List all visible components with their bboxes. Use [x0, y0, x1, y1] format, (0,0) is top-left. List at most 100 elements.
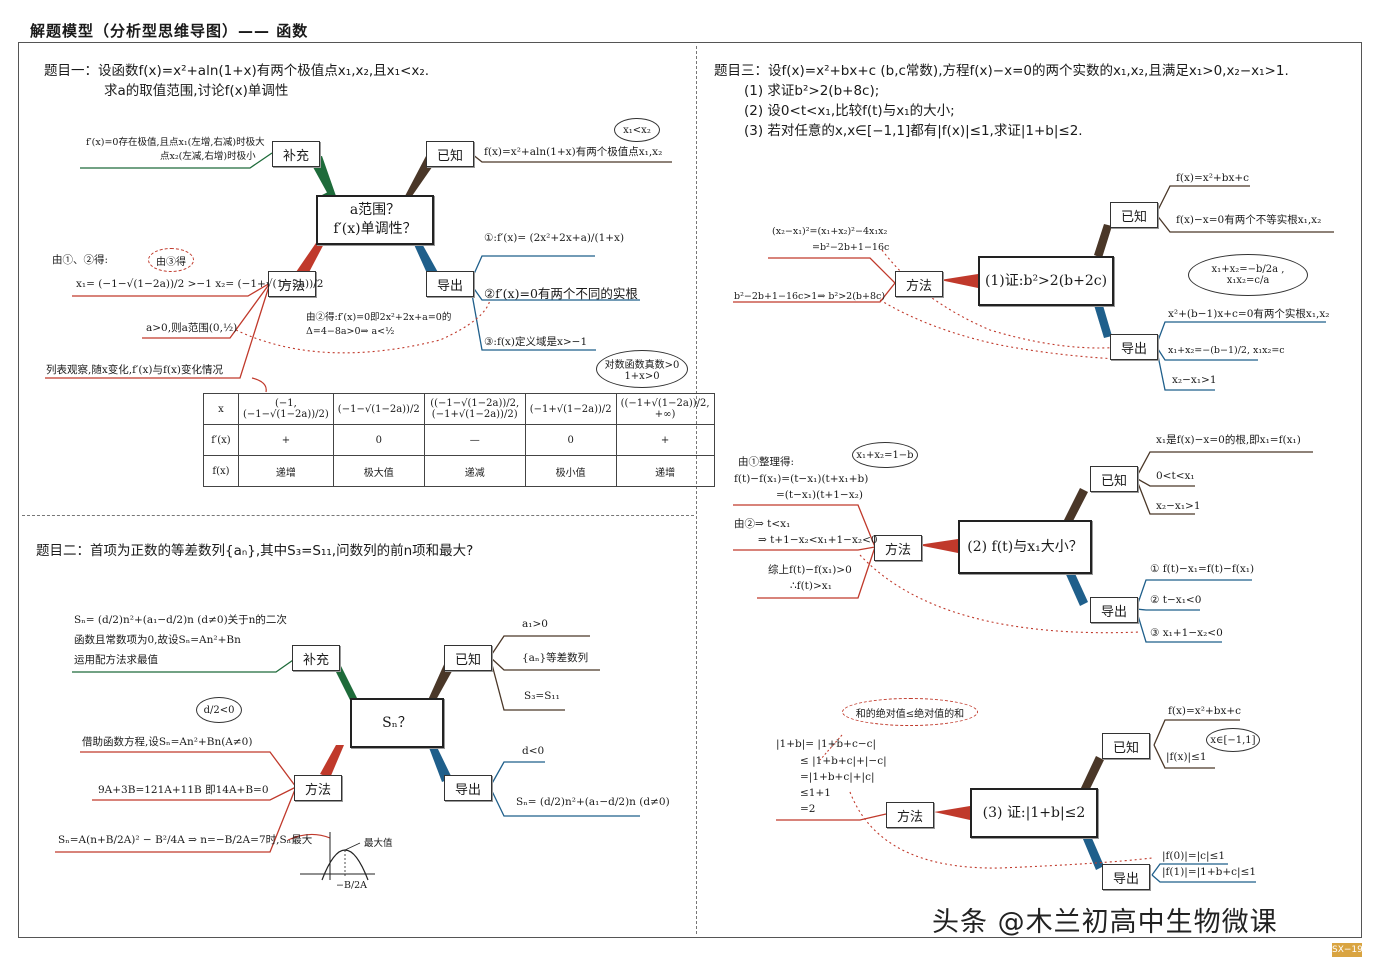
p1-center-line1: a范围？ [349, 202, 401, 219]
p3c2-derive2: ② t−x₁<0 [1150, 594, 1202, 606]
p3-sub1: (1) 求证b²>2(b+8c); [744, 83, 880, 99]
p2-bubble-d: d/2<0 [196, 697, 242, 723]
p3c3-method3: =|1+b+c|+|c| [800, 771, 875, 783]
p2-title: 题目二：首项为正数的等差数列{aₙ},其中S₃=S₁₁,问数列的前n项和最大? [36, 543, 474, 559]
p2-supp-line3: 运用配方法求最值 [74, 654, 158, 666]
p1-title-line2: 求a的取值范围,讨论f(x)单调性 [104, 83, 289, 99]
p3c3-derive1: |f(0)|=|c|≤1 [1162, 850, 1226, 862]
table-row: f(x) 递增 极大值 递减 极小值 递增 [203, 455, 715, 487]
p3c2-center-node: (2) f(t)与x₁大小？ [958, 520, 1092, 574]
p3c3-derive-node: 导出 [1102, 864, 1150, 890]
p1-title-line1: 题目一：设函数f(x)=x²+aln(1+x)有两个极值点x₁,x₂,且x₁<x… [44, 63, 430, 79]
p1-mid-note2: Δ=4−8a>0⇒ a<½ [306, 326, 395, 337]
table-cell: f(x) [203, 455, 239, 487]
p1-supplement-node: 补充 [272, 141, 320, 167]
p3-title: 题目三：设f(x)=x²+bx+c (b,c常数),方程f(x)−x=0的两个实… [714, 63, 1289, 79]
p3c2-bubble: x₁+x₂=1−b [852, 442, 918, 468]
p2-graph-label: 最大值 [364, 838, 393, 849]
p3c2-method-head: 由①整理得: [738, 456, 795, 468]
p3c2-method6: ∴f(t)>x₁ [790, 580, 832, 592]
p3c1-derive-node: 导出 [1110, 334, 1158, 360]
p3c1-known-node: 已知 [1110, 202, 1158, 228]
p1-bubble-domain-line2: 1+x>0 [624, 371, 660, 382]
p3c3-bubble-range: x∈[−1,1] [1206, 728, 1260, 752]
p3c1-derive2: x₁+x₂=−(b−1)/2, x₁x₂=c [1168, 345, 1285, 356]
p3c2-method-node: 方法 [874, 535, 922, 561]
table-cell: 递增 [238, 455, 334, 487]
p2-derive1: d<0 [522, 745, 545, 757]
p3c2-method2: =(t−x₁)(t+1−x₂) [776, 489, 863, 501]
p2-method1: 借助函数方程,设Sₙ=An²+Bn(A≠0) [82, 736, 253, 748]
p1-variation-table: x (−1, (−1−√(1−2a))/2) (−1−√(1−2a))/2 ((… [203, 393, 715, 487]
p3c1-bubble: x₁+x₂=−b/2a , x₁x₂=c/a [1188, 254, 1308, 296]
p3c1-center-node: (1)证:b²>2(b+2c) [978, 256, 1114, 306]
p2-known1: a₁>0 [522, 618, 548, 630]
p2-supp-line1: Sₙ= (d/2)n²+(a₁−d/2)n (d≠0)关于n的二次 [74, 614, 287, 626]
p1-derive-node: 导出 [426, 271, 474, 297]
p2-known-node: 已知 [444, 645, 492, 671]
table-cell: (−1, (−1−√(1−2a))/2) [238, 393, 334, 425]
p1-mid-note1: 由②得:f′(x)=0即2x²+2x+a=0的 [306, 312, 452, 323]
p3c3-known2: |f(x)|≤1 [1166, 751, 1207, 763]
p3c1-method2: =b²−2b+1−16c [812, 242, 890, 253]
table-cell: + [615, 424, 715, 456]
p3c3-center-node: (3) 证:|1+b|≤2 [970, 788, 1098, 838]
page-header-title: 解题模型（分析型思维导图）—— 函数 [30, 22, 309, 40]
p3-sub2: (2) 设0<t<x₁,比较f(t)与x₁的大小; [744, 103, 955, 119]
p3-sub3: (3) 若对任意的x,x∈[−1,1]都有|f(x)|≤1,求证|1+b|≤2. [744, 123, 1083, 139]
horizontal-divider [22, 515, 694, 516]
p3c2-method5: 综上f(t)−f(x₁)>0 [768, 564, 852, 576]
table-cell: 0 [524, 424, 617, 456]
p3c2-derive3: ③ x₁+1−x₂<0 [1150, 627, 1223, 639]
table-cell: 递增 [615, 455, 715, 487]
p1-derive3: ③:f(x)定义域是x>−1 [484, 336, 588, 348]
p1-bubble-domain: 对数函数真数>0 1+x>0 [596, 350, 688, 388]
p2-derive-node: 导出 [444, 775, 492, 801]
p1-supp-line1: f′(x)=0存在极值,且点x₁(左增,右减)时极大 [86, 137, 265, 148]
p3c1-derive1: x²+(b−1)x+c=0有两个实根x₁,x₂ [1168, 308, 1330, 320]
watermark-text: 头条 @木兰初高中生物微课 [932, 907, 1278, 938]
table-cell: + [238, 424, 334, 456]
table-cell: 递减 [423, 455, 526, 487]
p3c2-known1: x₁是f(x)−x=0的根,即x₁=f(x₁) [1156, 434, 1301, 446]
p1-center-line2: f′(x)单调性？ [333, 221, 417, 237]
table-cell: 极大值 [332, 455, 425, 487]
p3c2-method1: f(t)−f(x₁)=(t−x₁)(t+x₁+b) [734, 473, 869, 485]
p3c1-method-node: 方法 [895, 271, 943, 297]
p2-center-node: Sₙ？ [350, 698, 444, 748]
p3c3-derive2: |f(1)|=|1+b+c|≤1 [1162, 866, 1257, 878]
p3c3-bubble-sum: 和的绝对值≤绝对值的和 [842, 698, 978, 726]
p3c1-method1: (x₂−x₁)²=(x₁+x₂)²−4x₁x₂ [772, 226, 888, 237]
table-cell: 0 [332, 424, 425, 456]
table-row: f′(x) + 0 — 0 + [203, 424, 715, 456]
table-cell: — [423, 424, 526, 456]
p1-bubble-from3: 由③得 [148, 248, 194, 272]
p1-method-by: 由①、②得: [52, 254, 109, 266]
p3c2-known-node: 已知 [1090, 466, 1138, 492]
p1-bubble-domain-line1: 对数函数真数>0 [604, 360, 680, 371]
p3c3-known1: f(x)=x²+bx+c [1168, 705, 1242, 717]
p3c3-method4: ≤1+1 [800, 787, 831, 799]
p2-graph-axis: −B/2A [336, 880, 368, 891]
p3c3-known-node: 已知 [1102, 733, 1150, 759]
table-cell: ((−1+√(1−2a))/2, +∞) [615, 393, 715, 425]
p3c1-derive3: x₂−x₁>1 [1172, 374, 1217, 386]
p3c3-method2: ≤ |1+b+c|+|−c| [800, 755, 887, 767]
table-cell: 极小值 [524, 455, 617, 487]
table-cell: ((−1−√(1−2a))/2, (−1+√(1−2a))/2) [423, 393, 526, 425]
table-cell: (−1−√(1−2a))/2 [332, 393, 425, 425]
p3c2-method3: 由②⇒ t<x₁ [734, 518, 791, 530]
page-number: SX−19 [1332, 943, 1363, 957]
p1-known-text: f(x)=x²+aln(1+x)有两个极值点x₁,x₂ [484, 146, 663, 158]
p2-method3: Sₙ=A(n+B/2A)² − B²/4A ⇒ n=−B/2A=7时,Sₙ最大 [58, 834, 313, 846]
p3c1-known1: f(x)=x²+bx+c [1176, 172, 1250, 184]
page-frame [18, 42, 1362, 938]
p3c1-known2: f(x)−x=0有两个不等实根x₁,x₂ [1176, 214, 1322, 226]
p1-derive1: ①:f′(x)= (2x²+2x+a)/(1+x) [484, 232, 625, 244]
p3c3-method-node: 方法 [886, 802, 934, 828]
p1-center-node: a范围？ f′(x)单调性？ [316, 195, 434, 245]
p2-supp-line2: 函数且常数项为0,故设Sₙ=An²+Bn [74, 634, 241, 646]
p3c3-method1: |1+b|= |1+b+c−c| [776, 738, 877, 750]
p2-known2: {aₙ}等差数列 [522, 652, 589, 664]
